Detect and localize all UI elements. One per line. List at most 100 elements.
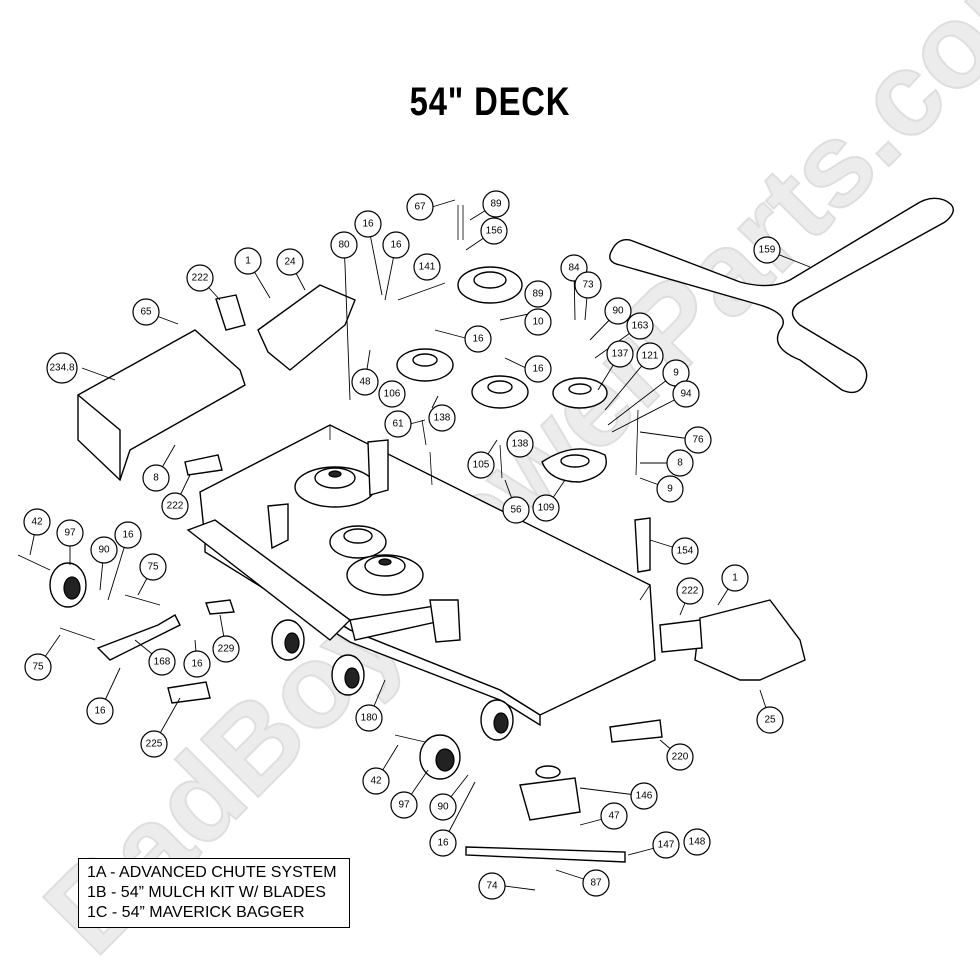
callout-bubble — [524, 355, 552, 383]
callout-label: 234.8 — [49, 363, 74, 374]
callout-bubble — [478, 872, 506, 900]
callout-138a: 138 — [428, 404, 456, 432]
callout-bubble — [142, 464, 170, 492]
callout-16c: 16 — [464, 325, 492, 353]
callout-label: 16 — [532, 364, 544, 375]
callout-label: 16 — [390, 240, 402, 251]
callout-label: 65 — [140, 307, 152, 318]
callout-label: 97 — [64, 528, 76, 539]
callout-bubble — [186, 264, 214, 292]
callout-75b: 75 — [24, 653, 52, 681]
callout-label: 94 — [680, 389, 692, 400]
callout-label: 9 — [673, 368, 679, 379]
callout-bubble — [656, 475, 684, 503]
callout-141: 141 — [413, 253, 441, 281]
callout-label: 90 — [437, 802, 449, 813]
callout-147: 147 — [652, 831, 680, 859]
legend-item-1c: 1C - 54” MAVERICK BAGGER — [87, 904, 305, 921]
callout-bubble — [384, 410, 412, 438]
callout-label: 137 — [612, 349, 629, 360]
callout-label: 163 — [632, 321, 649, 332]
callout-label: 1 — [732, 573, 738, 584]
callout-bubble — [406, 193, 434, 221]
callout-bubble — [139, 553, 167, 581]
callout-bubble — [506, 430, 534, 458]
callout-bubble — [132, 298, 160, 326]
callout-bubble — [676, 577, 704, 605]
callout-label: 67 — [414, 202, 426, 213]
deck-wheel-3 — [480, 699, 514, 741]
callout-bubble — [382, 231, 410, 259]
callout-label: 225 — [146, 739, 163, 750]
callout-bubble — [574, 271, 602, 299]
callout-bubble — [351, 368, 379, 396]
discharge-chute-24 — [257, 284, 356, 371]
callout-bubble — [212, 635, 240, 663]
callout-bubble — [330, 231, 358, 259]
callout-148: 148 — [683, 828, 711, 856]
callout-label: 87 — [590, 878, 602, 889]
callout-label: 80 — [338, 240, 350, 251]
callout-label: 9 — [667, 484, 673, 495]
callout-bubble — [532, 494, 560, 522]
callout-label: 106 — [384, 389, 401, 400]
anti-scalp-wheel-left — [49, 562, 87, 608]
callout-89b: 89 — [524, 280, 552, 308]
drive-belt — [609, 197, 954, 394]
mount-plate-109 — [541, 448, 607, 483]
callout-label: 8 — [153, 473, 159, 484]
callout-154: 154 — [671, 537, 699, 565]
callout-label: 148 — [689, 837, 706, 848]
idler-pulley-138b — [471, 375, 529, 409]
callout-1b: 1 — [721, 564, 749, 592]
callout-bubble — [684, 426, 712, 454]
callout-48: 48 — [351, 368, 379, 396]
callout-74: 74 — [478, 872, 506, 900]
spindle-assembly-146 — [519, 765, 581, 821]
callout-225: 225 — [140, 730, 168, 758]
callout-16f: 16 — [183, 650, 211, 678]
deck-wheel-1 — [271, 619, 305, 661]
callout-bubble — [24, 653, 52, 681]
callout-146: 146 — [630, 782, 658, 810]
callout-bubble — [429, 829, 457, 857]
callout-1a: 1 — [234, 247, 262, 275]
callout-bubble — [582, 869, 610, 897]
callout-label: 138 — [434, 413, 451, 424]
callout-16g: 16 — [86, 697, 114, 725]
callout-bubble — [148, 648, 176, 676]
discharge-chute-25 — [694, 599, 806, 681]
callout-47: 47 — [600, 802, 628, 830]
callout-label: 220 — [672, 752, 689, 763]
callout-89a: 89 — [482, 190, 510, 218]
callout-label: 89 — [532, 289, 544, 300]
deck-spindle-left — [294, 466, 376, 508]
callout-label: 16 — [472, 334, 484, 345]
callout-bubble — [413, 253, 441, 281]
callout-16a: 16 — [354, 210, 382, 238]
discharge-cover — [77, 329, 246, 482]
callout-87: 87 — [582, 869, 610, 897]
callout-bubble — [390, 791, 418, 819]
callout-42a: 42 — [23, 508, 51, 536]
callout-222b: 222 — [161, 492, 189, 520]
callout-56: 56 — [502, 496, 530, 524]
callout-bubble — [652, 831, 680, 859]
callout-label: 74 — [486, 881, 498, 892]
callout-9b: 9 — [656, 475, 684, 503]
callout-65: 65 — [132, 298, 160, 326]
callout-75a: 75 — [139, 553, 167, 581]
callout-94: 94 — [672, 380, 700, 408]
callout-bubble — [56, 519, 84, 547]
blade-147 — [465, 846, 626, 863]
callout-10: 10 — [524, 308, 552, 336]
callout-label: 138 — [512, 439, 529, 450]
callout-90c: 90 — [429, 793, 457, 821]
callout-label: 84 — [568, 263, 580, 274]
callout-label: 47 — [608, 811, 620, 822]
front-roller-arm — [186, 519, 446, 641]
callout-label: 222 — [192, 273, 209, 284]
callout-bubble — [666, 449, 694, 477]
